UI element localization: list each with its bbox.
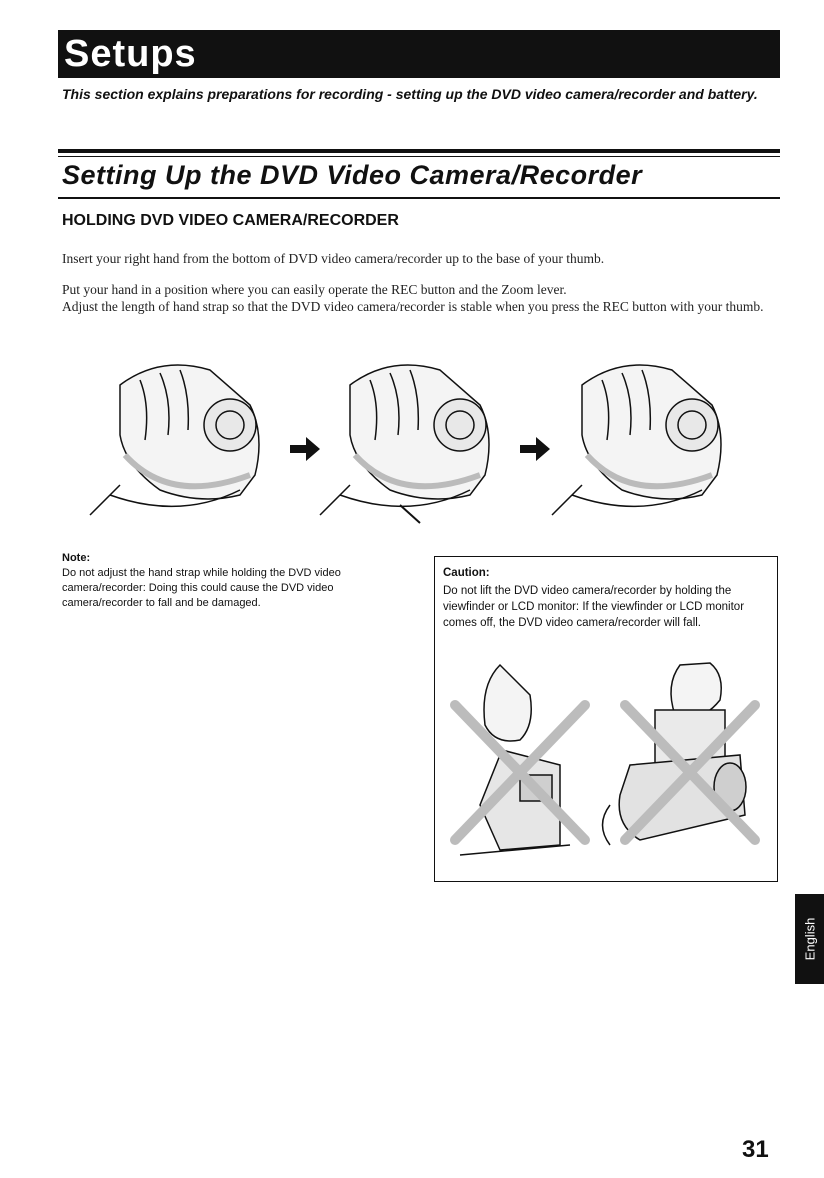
- subheading: HOLDING DVD VIDEO CAMERA/RECORDER: [62, 212, 399, 229]
- x-mark-icon: [450, 700, 590, 845]
- camera-hand-illustration-1: [89, 364, 260, 516]
- note-label: Note:: [62, 552, 91, 564]
- section-banner-title: Setups: [64, 33, 197, 75]
- paragraph-2: Put your hand in a position where you ca…: [62, 282, 567, 297]
- lcd-lift-illustration: [601, 662, 747, 846]
- x-mark-icon: [620, 700, 760, 845]
- paragraph-1: Insert your right hand from the bottom o…: [62, 251, 605, 266]
- caution-label: Caution:: [443, 567, 490, 579]
- camera-hand-illustration-3: [551, 364, 722, 516]
- arrow-right-icon: [290, 437, 320, 461]
- camera-hand-illustration-2: [319, 364, 490, 524]
- caution-box: [434, 556, 778, 882]
- note-text: Do not adjust the hand strap while holdi…: [62, 567, 341, 609]
- language-tab: English: [795, 894, 824, 984]
- caution-illustrations: [450, 662, 760, 856]
- intro-text: This section explains preparations for r…: [62, 86, 758, 102]
- page-title: Setting Up the DVD Video Camera/Recorder: [62, 160, 643, 190]
- caution-text: Do not lift the DVD video camera/recorde…: [443, 585, 745, 629]
- hand-strap-illustrations: [89, 364, 722, 524]
- divider-thick: [58, 149, 780, 153]
- page-number: 31: [742, 1136, 769, 1163]
- paragraph-3: Adjust the length of hand strap so that …: [62, 299, 764, 314]
- title-underline: [58, 197, 780, 199]
- language-tab-label: English: [802, 917, 817, 961]
- divider-thin: [58, 156, 780, 157]
- viewfinder-lift-illustration: [459, 663, 571, 856]
- section-banner: Setups: [58, 30, 780, 78]
- arrow-right-icon: [520, 437, 550, 461]
